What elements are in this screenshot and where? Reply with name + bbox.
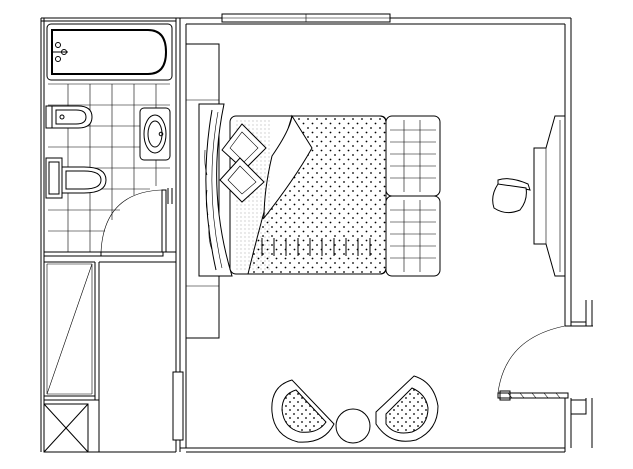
window bbox=[221, 13, 391, 23]
toilet bbox=[45, 157, 107, 199]
armchair-right bbox=[375, 375, 439, 442]
entry-door bbox=[497, 325, 569, 401]
double-bed bbox=[219, 114, 387, 275]
closet-shelf bbox=[46, 263, 93, 395]
bidet bbox=[45, 105, 93, 129]
bathtub bbox=[46, 23, 173, 81]
bathroom-door bbox=[100, 188, 173, 257]
wardrobe-panel bbox=[185, 43, 220, 339]
washbasin bbox=[139, 107, 171, 161]
armchair-left bbox=[271, 379, 335, 443]
storage-box bbox=[43, 403, 89, 453]
desk bbox=[533, 115, 566, 277]
coffee-table bbox=[335, 408, 371, 444]
desk-chair bbox=[492, 178, 531, 214]
partition-stub bbox=[172, 371, 184, 441]
headboard bbox=[198, 103, 233, 277]
nightstand-right bbox=[385, 115, 441, 277]
